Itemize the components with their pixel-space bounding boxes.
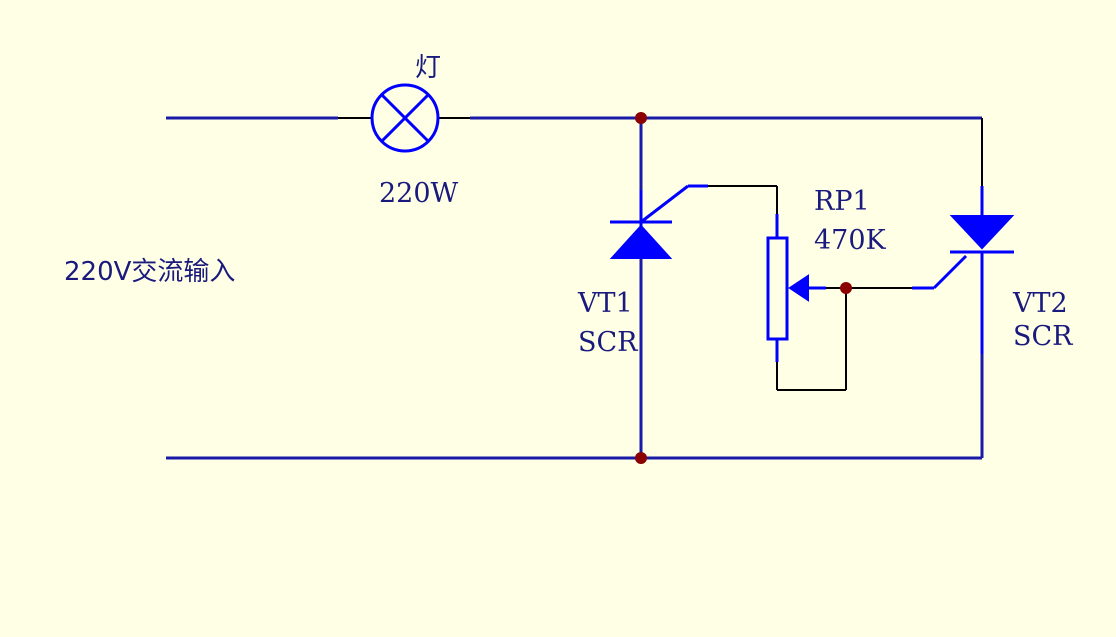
rp1-wiper-wire — [776, 287, 912, 391]
vt1-type-label: SCR — [578, 327, 638, 358]
vt1-gate-wire — [708, 185, 778, 214]
rp1-value-label: 470K — [814, 225, 887, 256]
lamp-power-label: 220W — [379, 178, 459, 209]
vt2-name-label: VT2 — [1012, 288, 1068, 319]
junction-node-wiper — [840, 282, 852, 294]
vt1-name-label: VT1 — [577, 288, 633, 319]
rp1-potentiometer-symbol — [766, 214, 826, 362]
junction-node-bottom — [635, 452, 647, 464]
lamp-name-label: 灯 — [415, 53, 441, 83]
vt2-type-label: SCR — [1013, 321, 1073, 352]
junction-node-top — [635, 112, 647, 124]
vt2-scr-symbol — [912, 186, 1015, 354]
lamp-symbol — [370, 83, 440, 153]
vt1-scr-symbol — [609, 184, 708, 259]
input-label: 220V交流输入 — [64, 257, 235, 287]
rp1-name-label: RP1 — [814, 186, 870, 217]
